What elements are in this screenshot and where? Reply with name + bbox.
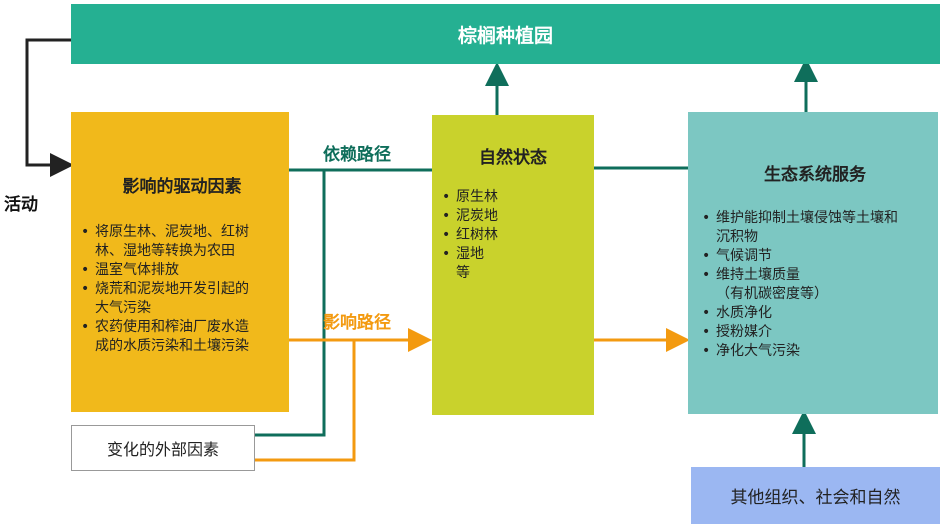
list-item: 烧荒和泥炭地开发引起的: [81, 280, 283, 299]
influence-path-label: 影响路径: [323, 313, 391, 333]
driver-list: 将原生林、泥炭地、红树林、湿地等转换为农田温室气体排放烧荒和泥炭地开发引起的大气…: [81, 223, 283, 356]
list-item: 等: [456, 265, 470, 281]
list-item: 气候调节: [702, 247, 928, 266]
list-item: 林、湿地等转换为农田: [95, 243, 235, 259]
banner-title: 棕榈种植园: [457, 24, 553, 47]
other-organizations-box: 其他组织、社会和自然: [691, 467, 940, 524]
list-item: 维护能抑制土壤侵蚀等土壤和: [702, 209, 928, 228]
dependency-path-label: 依赖路径: [323, 145, 391, 165]
list-item: 原生林: [442, 188, 584, 207]
service-box-title: 生态系统服务: [764, 165, 866, 185]
ecosystem-services-box: 生态系统服务 维护能抑制土壤侵蚀等土壤和沉积物气候调节维持土壤质量（有机碳密度等…: [688, 112, 938, 414]
external-factors-box: 变化的外部因素: [71, 425, 255, 471]
list-item: 维持土壤质量: [702, 266, 928, 285]
activity-arrow: [25, 38, 74, 177]
list-item: （有机碳密度等）: [716, 286, 828, 302]
list-item: 温室气体排放: [81, 261, 283, 280]
list-item: 将原生林、泥炭地、红树: [81, 223, 283, 242]
driver-box-title: 影响的驱动因素: [122, 177, 242, 197]
service-list: 维护能抑制土壤侵蚀等土壤和沉积物气候调节维持土壤质量（有机碳密度等） 水质净化授粉…: [702, 209, 928, 361]
list-item: 成的水质污染和土壤污染: [95, 338, 249, 354]
influence-external-line: [255, 340, 356, 462]
activity-label: 活动: [4, 195, 38, 215]
list-item: 湿地: [442, 245, 584, 264]
natural-state-box: 自然状态 原生林泥炭地红树林湿地等: [432, 115, 594, 415]
list-item: 红树林: [442, 226, 584, 245]
list-item: 授粉媒介: [702, 323, 928, 342]
list-item: 大气污染: [95, 300, 151, 316]
nature-list: 原生林泥炭地红树林湿地等: [442, 188, 584, 283]
list-item: 沉积物: [716, 229, 758, 245]
impact-drivers-box: 影响的驱动因素 将原生林、泥炭地、红树林、湿地等转换为农田温室气体排放烧荒和泥炭…: [71, 112, 289, 412]
list-item: 泥炭地: [442, 207, 584, 226]
other-box-label: 其他组织、社会和自然: [730, 488, 901, 508]
nature-box-title: 自然状态: [479, 148, 547, 168]
external-box-label: 变化的外部因素: [106, 440, 219, 459]
palm-plantation-banner: 棕榈种植园: [71, 4, 940, 64]
list-item: 净化大气污染: [702, 342, 928, 361]
list-item: 农药使用和榨油厂废水造: [81, 318, 283, 337]
list-item: 水质净化: [702, 304, 928, 323]
dependency-external-line: [255, 170, 326, 437]
